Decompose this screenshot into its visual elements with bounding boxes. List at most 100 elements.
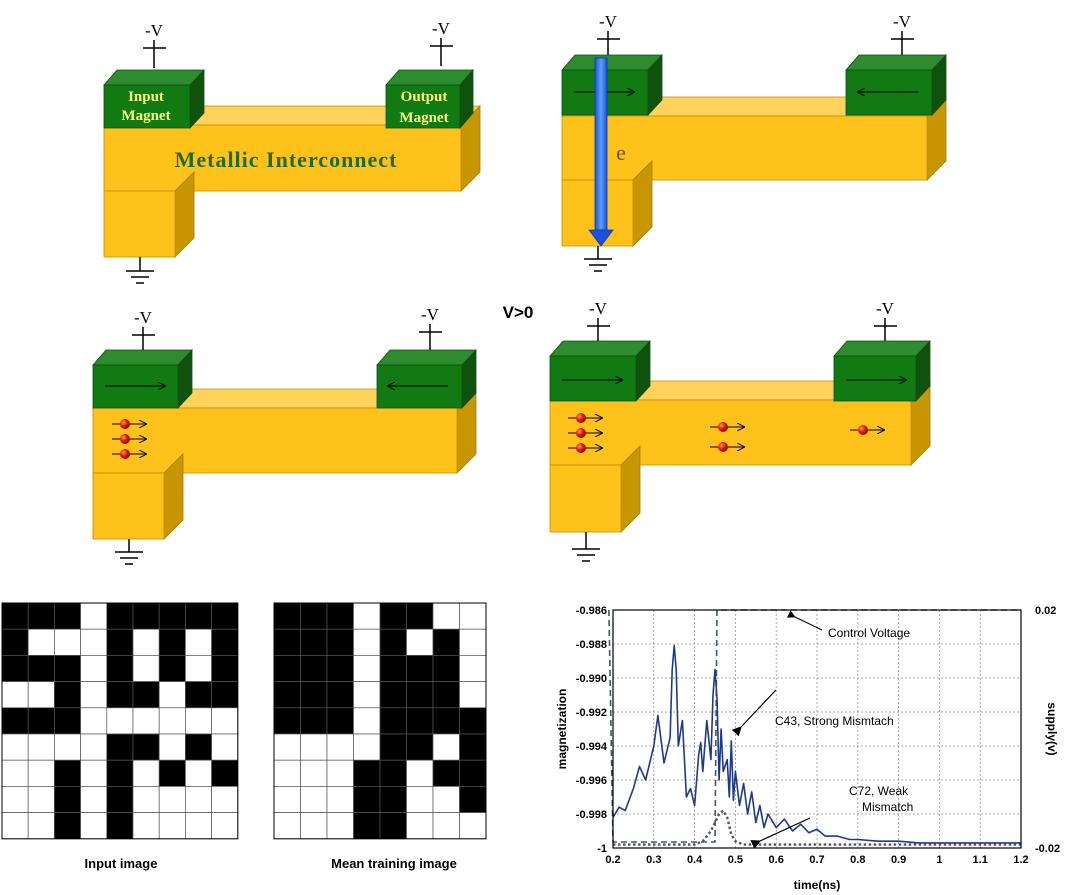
electron-icon: [576, 413, 586, 423]
pixel-cell: [54, 655, 81, 682]
pixel-cell: [132, 707, 160, 735]
pixel-cell: [158, 759, 186, 787]
x-tick-label: 0.4: [687, 854, 703, 866]
pixel-cell: [326, 759, 354, 787]
pixel-cell: [158, 602, 186, 630]
pixel-cell: [158, 628, 186, 656]
pixel-cell: [300, 602, 328, 630]
pixel-cell: [27, 707, 55, 735]
pixel-cell: [106, 759, 134, 787]
annotation-arrow-icon: [731, 689, 777, 737]
ground-leg: [549, 464, 622, 533]
chart-annotations: Control Voltage C43, Strong Mismtach C72…: [731, 610, 913, 849]
pixel-cell: [211, 628, 239, 656]
pixel-cell: [379, 733, 407, 761]
pixel-cell: [158, 786, 186, 813]
x-tick-label: 0.5: [728, 854, 743, 866]
pixel-cell: [158, 707, 186, 735]
pixel-cell: [432, 628, 460, 656]
x-tick-label: 0.6: [769, 854, 784, 866]
ground-symbol: [115, 539, 143, 565]
metallic-interconnect: [103, 124, 462, 192]
pixel-cell: [300, 681, 328, 709]
pixel-cell: [300, 759, 328, 787]
pixel-cell: [406, 628, 434, 656]
pixel-cell: [211, 707, 239, 735]
y2-tick-label: -0.02: [1035, 843, 1060, 855]
pixel-cell: [27, 681, 55, 709]
pixel-cell: [459, 759, 487, 787]
pixel-cell: [353, 733, 381, 761]
pixel-cell: [379, 786, 407, 813]
pixel-cell: [273, 655, 301, 682]
pixel-cell: [353, 602, 381, 630]
voltage-label: -V: [893, 12, 912, 31]
voltage-terminal-output: -V: [874, 299, 897, 341]
pixel-cell: [185, 812, 212, 840]
pixel-cell: [326, 655, 354, 682]
pixel-cell: [353, 786, 381, 813]
input-magnet-label: Magnet: [121, 108, 170, 124]
pixel-cell: [459, 681, 487, 709]
series-line: [612, 644, 1021, 844]
annotation-strong-mismatch: C43, Strong Mismtach: [775, 714, 894, 728]
pixel-cell: [132, 812, 160, 840]
pixel-cell: [106, 733, 134, 761]
pixel-cell: [185, 759, 212, 787]
spin-electrons-group: [568, 413, 884, 453]
pixel-cell: [185, 602, 212, 630]
pixel-cell: [379, 812, 407, 840]
pixel-cell: [300, 733, 328, 761]
y-tick-label: -0.990: [576, 673, 607, 685]
pixel-cell: [106, 655, 134, 682]
pixel-cell: [432, 655, 460, 682]
output-magnet: Output Magnet: [385, 68, 474, 130]
pixel-cell: [211, 655, 239, 682]
pixel-cell: [27, 786, 55, 813]
pixel-cell: [432, 786, 460, 813]
voltage-label: -V: [145, 21, 164, 40]
pixel-cell: [300, 655, 328, 682]
metallic-interconnect: [549, 399, 912, 466]
electron-icon: [576, 428, 586, 438]
pixel-cell: [27, 602, 55, 630]
pixel-cell: [273, 812, 301, 840]
pixel-cell: [27, 628, 55, 656]
y-tick-label: -0.988: [576, 639, 607, 651]
pixel-cell: [54, 786, 81, 813]
pixel-cell: [379, 759, 407, 787]
ground-leg: [92, 472, 165, 540]
x-tick-label: 0.3: [646, 854, 661, 866]
electron-icon: [120, 449, 130, 459]
y-tick-label: -0.998: [576, 809, 607, 821]
x-tick-label: 0.7: [809, 854, 824, 866]
series-line: [608, 609, 1021, 843]
interconnect-label: Metallic Interconnect: [175, 147, 398, 172]
ground-symbol: [584, 246, 612, 272]
pixel-cell: [432, 602, 460, 630]
pixel-cell: [27, 812, 55, 840]
pixel-cell: [273, 786, 301, 813]
voltage-terminal-input: -V: [143, 21, 166, 68]
pixel-cell: [132, 602, 160, 630]
pixel-cell: [459, 786, 487, 813]
x-tick-label: 1: [936, 854, 942, 866]
pixel-cell: [27, 655, 55, 682]
metallic-interconnect: [92, 407, 458, 474]
pixel-cell: [432, 707, 460, 735]
annotation-arrow-icon: [786, 610, 823, 631]
output-magnet: [376, 348, 477, 410]
pixel-cell: [80, 733, 108, 761]
voltage-terminal-output: -V: [430, 19, 453, 66]
voltage-label: -V: [589, 299, 608, 318]
diagram-middle-right: -V -V: [549, 299, 931, 562]
input-magnet: [561, 53, 663, 117]
pixel-cell: [326, 812, 354, 840]
pixel-cell: [273, 628, 301, 656]
pixel-cell: [406, 733, 434, 761]
diagram-top-right: -V -V: [561, 12, 947, 272]
pixel-cell: [158, 812, 186, 840]
pixel-cell: [353, 655, 381, 682]
voltage-terminal-input: -V: [597, 12, 620, 58]
